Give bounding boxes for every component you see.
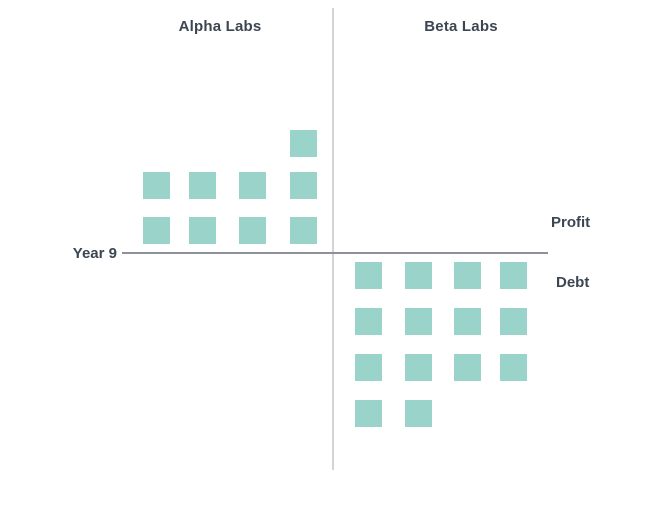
unit-square <box>239 172 266 199</box>
unit-square <box>355 308 382 335</box>
unit-square <box>290 130 317 157</box>
unit-square <box>454 308 481 335</box>
quadrant-title-alpha-labs: Alpha Labs <box>178 18 262 35</box>
unit-square <box>143 172 170 199</box>
unit-square <box>500 354 527 381</box>
unit-square <box>189 217 216 244</box>
unit-square <box>290 172 317 199</box>
debt-label: Debt <box>556 274 590 291</box>
unit-square <box>500 262 527 289</box>
unit-square <box>143 217 170 244</box>
unit-square <box>405 262 432 289</box>
horizontal-axis-line <box>122 252 548 254</box>
quadrant-title-beta-labs: Beta Labs <box>424 18 498 35</box>
unit-square <box>355 262 382 289</box>
unit-square <box>454 354 481 381</box>
unit-square <box>355 354 382 381</box>
unit-square <box>405 354 432 381</box>
unit-square <box>239 217 266 244</box>
unit-square <box>500 308 527 335</box>
profit-label: Profit <box>551 214 591 231</box>
unit-square <box>355 400 382 427</box>
vertical-divider-line <box>332 8 334 470</box>
axis-label-year: Year 9 <box>72 245 117 262</box>
unit-square <box>290 217 317 244</box>
unit-square <box>405 400 432 427</box>
unit-square <box>189 172 216 199</box>
unit-square <box>405 308 432 335</box>
unit-square <box>454 262 481 289</box>
